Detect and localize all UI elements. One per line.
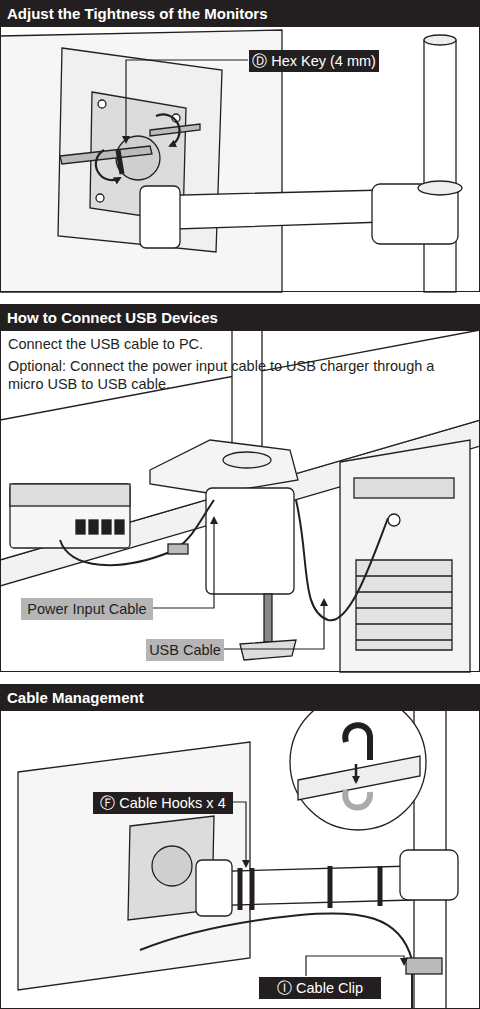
section-header: Adjust the Tightness of the Monitors [1, 1, 479, 27]
zoom-hook-ghost [345, 790, 370, 808]
clamp-knob [240, 640, 296, 660]
clamp-base [150, 440, 298, 494]
pole-collar [223, 452, 271, 468]
cable-label: USB Cable [146, 639, 224, 661]
part-label: Ⓘ Cable Clip [259, 977, 381, 999]
label-text: Ⓕ Cable Hooks x 4 [100, 794, 225, 813]
pole [424, 40, 456, 292]
cable-hooks [240, 866, 380, 910]
leader-line [232, 802, 246, 866]
usb-cable [296, 500, 388, 620]
pc-tower [340, 440, 470, 672]
power-button [388, 514, 400, 526]
monitor-arm-illustration [0, 30, 462, 292]
usb-illustration [0, 330, 480, 672]
hex-key [150, 124, 200, 136]
rotate-arrow [156, 114, 180, 146]
cable-clip [406, 958, 442, 974]
instruction-text: Connect the USB cable to PC. [1, 335, 479, 353]
clamp-screw [264, 594, 272, 642]
arm [145, 190, 384, 230]
leader-line [152, 518, 214, 608]
vesa-hub [116, 136, 160, 180]
zoom-arm [298, 756, 420, 800]
instruction-text: Optional: Connect the power input cable … [1, 357, 479, 393]
part-label: Ⓓ Hex Key (4 mm) [249, 50, 379, 72]
monitor-back [18, 742, 250, 990]
usb-charger [10, 484, 130, 548]
usb-port [89, 520, 98, 534]
clamp-body [206, 488, 294, 594]
charger-top [10, 484, 130, 506]
usb-port [76, 520, 85, 534]
section-panel: Adjust the Tightness of the Monitors Ⓓ He… [0, 0, 480, 292]
zoom-hook [345, 725, 370, 760]
cable-management-illustration [18, 694, 458, 1009]
tilt-joint [196, 860, 232, 916]
zoom-circle [290, 694, 426, 830]
pole-top [424, 35, 456, 45]
screw-hole [96, 194, 104, 202]
power-input-cable [60, 500, 214, 565]
clamp-ring [418, 181, 462, 195]
leader-line [126, 60, 248, 142]
leader-line [223, 600, 324, 649]
pole-clamp [400, 850, 458, 900]
part-label: Ⓕ Cable Hooks x 4 [93, 792, 233, 814]
section-panel: How to Connect USB DevicesConnect the US… [0, 304, 480, 672]
usb-port [115, 520, 124, 534]
pole [232, 330, 262, 460]
hex-key-bend [118, 150, 122, 174]
cable-label: Power Input Cable [21, 598, 153, 620]
vesa-hub [152, 846, 192, 886]
label-text: Power Input Cable [27, 601, 146, 617]
rotate-arrow [96, 150, 120, 180]
usb-plug [168, 544, 188, 554]
cable [140, 913, 412, 1009]
label-text: Ⓘ Cable Clip [277, 979, 363, 998]
hex-key [60, 146, 152, 164]
tilt-joint [140, 186, 180, 248]
grille-lines [356, 576, 452, 640]
push-arrow [355, 764, 358, 782]
pc-front-panel [354, 478, 454, 498]
label-text: USB Cable [149, 642, 221, 658]
screw-hole [98, 100, 106, 108]
monitor-back [0, 30, 282, 292]
usb-port [102, 520, 111, 534]
section-panel: Cable Management Ⓕ Cable Hooks x 4 Ⓘ Cable… [0, 684, 480, 1009]
pc-grille [356, 560, 452, 650]
leader-line [306, 956, 404, 976]
section-header: Cable Management [1, 685, 479, 711]
label-text: Ⓓ Hex Key (4 mm) [252, 52, 376, 71]
section-header: How to Connect USB Devices [1, 305, 479, 331]
